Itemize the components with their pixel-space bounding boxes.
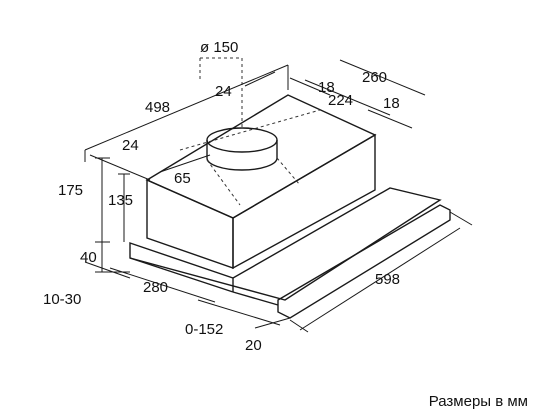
dimension-labels: ø 150 498 24 260 18 224 18 24 65 175 135… xyxy=(43,39,400,354)
panel-edge-1 xyxy=(129,257,234,293)
dim-duct-diameter: ø 150 xyxy=(200,39,238,56)
dim-panel-depth: 280 xyxy=(143,279,168,296)
dim-panel-gap: 10-30 xyxy=(43,291,81,308)
dim-duct-offset: 65 xyxy=(174,170,191,187)
dim-front-panel-thickness: 20 xyxy=(245,337,262,354)
hood-front-face xyxy=(146,178,234,269)
dim-body-inner-width: 224 xyxy=(328,92,353,109)
hood-side-face xyxy=(232,133,376,270)
dim-extension: 0-152 xyxy=(185,321,223,338)
dim-depth-offset-top: 24 xyxy=(215,83,232,100)
duct-top-ellipse xyxy=(206,127,278,153)
top-depth-guide xyxy=(179,109,321,151)
duct-bottom-arc xyxy=(206,157,278,171)
dim-front-offset: 24 xyxy=(122,137,139,154)
duct-projection-2 xyxy=(276,157,301,186)
units-caption: Размеры в мм xyxy=(428,393,528,410)
extraction-panel xyxy=(129,187,451,319)
dim-body-width: 260 xyxy=(362,69,387,86)
dimension-lines xyxy=(84,59,473,333)
panel-front-strip xyxy=(277,204,451,319)
dim-overall-depth: 498 xyxy=(145,99,170,116)
duct-projection-1 xyxy=(206,159,241,206)
hood-body xyxy=(145,94,377,270)
dim-panel-height: 40 xyxy=(80,249,97,266)
duct-collar xyxy=(206,127,278,171)
hidden-lines xyxy=(179,57,321,206)
dim-overall-height: 175 xyxy=(58,182,83,199)
dim-rear-offset: 18 xyxy=(318,79,335,96)
dim-overall-width: 598 xyxy=(375,271,400,288)
dim-side-offset: 18 xyxy=(383,95,400,112)
hood-top-face xyxy=(145,94,377,219)
dim-body-height: 135 xyxy=(108,192,133,209)
panel-edge-3 xyxy=(232,291,279,306)
